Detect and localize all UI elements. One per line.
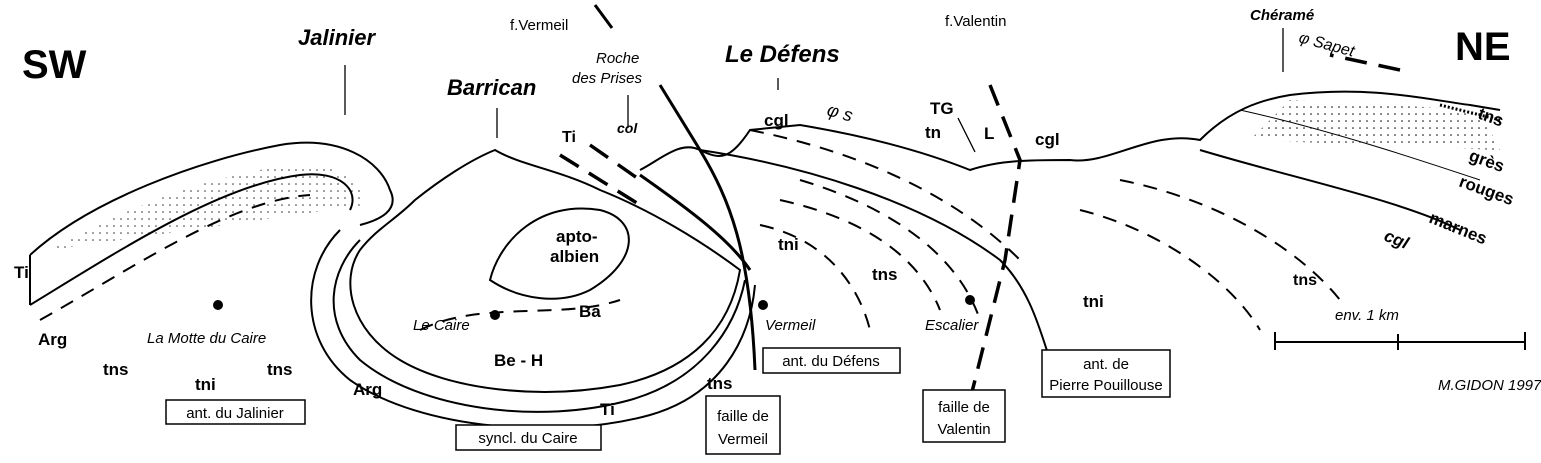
unit-cgl: cgl xyxy=(1035,130,1060,149)
defens-anticline xyxy=(639,53,1501,361)
label-ant-pouillouse-2: Pierre Pouillouse xyxy=(1049,377,1162,394)
box-defens xyxy=(762,347,901,374)
ne-label: NE xyxy=(1455,25,1511,69)
label-faille-vermeil-2: Vermeil xyxy=(718,431,768,448)
box-faille-valentin xyxy=(922,389,1006,443)
box-caire xyxy=(455,424,602,451)
unit-ti: Ti xyxy=(562,129,576,146)
unit-ti: Ti xyxy=(600,400,615,419)
unit-arg: Arg xyxy=(353,380,382,399)
jalinier-fold xyxy=(29,141,394,321)
fault-lines xyxy=(593,4,1022,401)
sw-label: SW xyxy=(22,43,87,87)
unit-gres-1: grès xyxy=(1467,146,1507,176)
unit-tns: tns xyxy=(267,360,293,379)
label-ant-jalinier: ant. du Jalinier xyxy=(186,405,284,422)
summit-cherame: Chéramé xyxy=(1250,7,1314,24)
unit-be-h: Be - H xyxy=(494,351,543,370)
unit-arg: Arg xyxy=(38,330,67,349)
fault-vermeil-label: f.Vermeil xyxy=(510,17,568,34)
phi-s-label: φ s xyxy=(825,100,855,126)
unit-apto-2: albien xyxy=(550,247,599,266)
roche-label-2: des Prises xyxy=(572,70,643,87)
unit-tni: tni xyxy=(778,235,799,254)
summit-le-defens: Le Défens xyxy=(725,41,840,68)
label-ant-pouillouse-1: ant. de xyxy=(1083,356,1129,373)
unit-l: L xyxy=(984,124,994,143)
unit-tns: tns xyxy=(707,374,733,393)
unit-apto-1: apto- xyxy=(556,227,598,246)
box-pouillouse xyxy=(1041,349,1171,398)
phi-sapet-label: φ Sapet xyxy=(1297,29,1357,60)
unit-ti: Ti xyxy=(14,263,29,282)
fault-valentin-label: f.Valentin xyxy=(945,13,1006,30)
summit-barrican: Barrican xyxy=(447,75,536,100)
unit-tg: TG xyxy=(930,99,954,118)
leader-lines xyxy=(344,28,1284,153)
unit-cgl: cgl xyxy=(1382,226,1413,253)
place-le-caire: Le Caire xyxy=(413,317,470,334)
place-la-motte: La Motte du Caire xyxy=(147,330,266,347)
scale-label: env. 1 km xyxy=(1335,307,1399,324)
unit-tni: tni xyxy=(195,375,216,394)
unit-tns: tns xyxy=(103,360,129,379)
unit-gres-2: rouges xyxy=(1457,172,1517,209)
box-faille-vermeil xyxy=(705,395,781,455)
label-syncl-caire: syncl. du Caire xyxy=(478,430,577,447)
label-faille-valentin-1: faille de xyxy=(938,399,990,416)
place-vermeil: Vermeil xyxy=(765,317,816,334)
scale-bar xyxy=(1274,332,1526,350)
caire-syncline xyxy=(310,143,756,430)
label-faille-valentin-2: Valentin xyxy=(937,421,990,438)
unit-cgl: cgl xyxy=(764,111,789,130)
unit-tns: tns xyxy=(1293,272,1317,289)
unit-tns: tns xyxy=(872,265,898,284)
col-label: col xyxy=(617,120,638,136)
roche-label-1: Roche xyxy=(596,50,639,67)
unit-ba: Ba xyxy=(579,302,601,321)
summit-jalinier: Jalinier xyxy=(298,25,376,50)
unit-tni: tni xyxy=(1083,292,1104,311)
unit-marnes: marnes xyxy=(1427,208,1490,248)
box-jalinier xyxy=(165,399,306,425)
locality-dots xyxy=(213,295,975,320)
credit: M.GIDON 1997 xyxy=(1438,377,1541,394)
label-ant-defens: ant. du Défens xyxy=(782,353,880,370)
label-faille-vermeil-1: faille de xyxy=(717,408,769,425)
place-escalier: Escalier xyxy=(925,317,979,334)
unit-tn: tn xyxy=(925,123,941,142)
